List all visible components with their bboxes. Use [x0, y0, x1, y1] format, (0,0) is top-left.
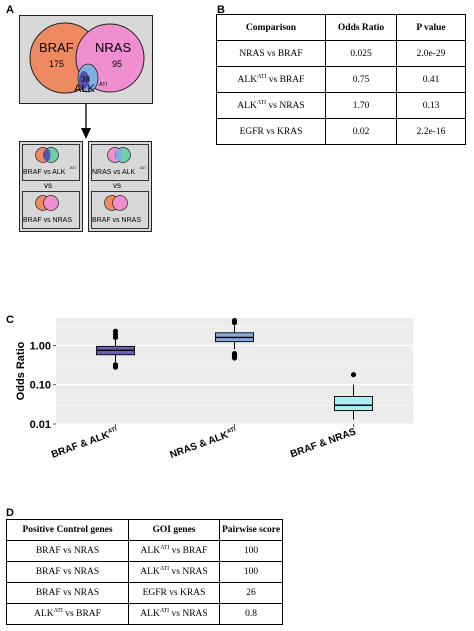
y-ticks: 1.00 0.10 0.01: [30, 340, 56, 431]
cell-p-value: 0.41: [396, 66, 466, 93]
vs-left: vs: [44, 181, 52, 190]
box-1: [96, 328, 135, 370]
cell-comparison: ALKATI vs BRAF: [216, 66, 326, 93]
nras-count: 95: [112, 59, 122, 69]
cell-goi: EGFR vs KRAS: [128, 582, 220, 604]
header-goi-genes: GOI genes: [128, 519, 220, 541]
cell-odds-ratio: 0.025: [325, 40, 397, 67]
box-3: [334, 372, 373, 412]
arrow-head: [81, 128, 91, 139]
y-axis-label: Odds Ratio: [15, 341, 27, 400]
braf-label: BRAF: [39, 40, 74, 55]
mini-nras-circle: [43, 195, 59, 211]
cell-goi: ALKATI vs BRAF: [128, 540, 220, 562]
cell-pairwise-score: 100: [219, 561, 283, 583]
box-body: [334, 396, 373, 412]
mini-label-braf-alk: BRAF vs ALK: [23, 169, 66, 176]
cell-p-value: 0.13: [396, 92, 466, 119]
x-tick-label: NRAS & ALKATI: [168, 426, 238, 461]
panel-label-c: C: [6, 314, 14, 326]
mini-sup-nras-alk: ATI: [140, 165, 146, 170]
y-tick-label: 1.00: [30, 340, 51, 352]
cell-odds-ratio: 1.70: [325, 92, 397, 119]
cell-goi: ALKATI vs NRAS: [128, 561, 220, 583]
alk-label: ALK: [74, 83, 95, 95]
x-tick-label-group: BRAF & ALKATI: [50, 426, 120, 460]
mini-label-nras-alk: NRAS vs ALK: [92, 169, 136, 176]
header-positive-control: Positive Control genes: [6, 519, 129, 541]
mini-overlap: [115, 148, 123, 162]
mini-label-braf-nras-right: BRAF vs NRAS: [92, 217, 141, 224]
venn-panel-a: BRAF 175 NRAS 95 38 ALK ATI BRAF vs ALK …: [19, 15, 153, 232]
mini-nras-circle: [112, 195, 128, 211]
header-p-value: P value: [396, 14, 466, 41]
cell-odds-ratio: 0.75: [325, 66, 397, 93]
cell-comparison: NRAS vs BRAF: [216, 40, 326, 67]
alk-sup: ATI: [99, 82, 108, 88]
outlier-point: [231, 317, 238, 324]
box-2: [215, 317, 254, 361]
cell-pairwise-score: 26: [219, 582, 283, 604]
x-tick-label: BRAF & ALKATI: [50, 426, 120, 460]
cell-comparison: EGFR vs KRAS: [216, 118, 326, 145]
alk-overlap-region: [79, 71, 89, 89]
panel-label-a: A: [6, 4, 14, 16]
outlier-point: [112, 362, 119, 368]
outlier-point: [350, 372, 357, 378]
panel-label-d: D: [6, 507, 14, 519]
header-comparison: Comparison: [216, 14, 326, 41]
x-ticks: BRAF & ALKATI NRAS & ALKATI BRAF & NRAS: [50, 424, 358, 461]
cell-p-value: 2.0e-29: [396, 40, 466, 67]
header-odds-ratio: Odds Ratio: [325, 14, 397, 41]
cell-comparison: ALKATI vs NRAS: [216, 92, 326, 119]
vs-right: vs: [113, 181, 121, 190]
cell-positive-control: BRAF vs NRAS: [6, 540, 129, 562]
braf-count: 175: [49, 59, 64, 69]
x-tick-label: BRAF & NRAS: [289, 426, 358, 460]
mini-box-nras-alk: [91, 144, 149, 181]
header-pairwise-score: Pairwise score: [219, 519, 283, 541]
cell-odds-ratio: 0.02: [325, 118, 397, 145]
nras-label: NRAS: [95, 40, 131, 55]
outlier-point: [112, 328, 119, 334]
outlier-point: [231, 351, 238, 357]
overlap-count: 38: [81, 75, 90, 84]
table-header-row: Comparison Odds Ratio P value: [216, 14, 466, 41]
table-header-row: Positive Control genes GOI genes Pairwis…: [6, 519, 283, 541]
mini-sup-braf-alk: ATI: [70, 165, 76, 170]
x-tick-label-group: BRAF & NRAS: [289, 426, 358, 460]
x-tick-label-group: NRAS & ALKATI: [168, 426, 238, 461]
cell-pairwise-score: 100: [219, 540, 283, 562]
panel-label-b: B: [217, 4, 225, 16]
mini-overlap: [43, 148, 51, 162]
cell-positive-control: BRAF vs NRAS: [6, 561, 129, 583]
cell-positive-control: BRAF vs NRAS: [6, 582, 129, 604]
boxes: [96, 317, 373, 412]
odds-ratio-table: Comparison Odds Ratio P value NRAS vs BR…: [216, 14, 466, 145]
mini-box-braf-alk: [22, 144, 80, 181]
pairwise-score-table: Positive Control genes GOI genes Pairwis…: [6, 519, 283, 625]
mini-label-braf-nras-left: BRAF vs NRAS: [23, 217, 72, 224]
cell-pairwise-score: 0.8: [219, 603, 283, 625]
cell-goi: ALKATI vs NRAS: [128, 603, 220, 625]
cell-positive-control: ALKATI vs BRAF: [6, 603, 129, 625]
y-tick-label: 0.10: [30, 380, 51, 392]
y-tick-label: 0.01: [30, 419, 51, 431]
cell-p-value: 2.2e-16: [396, 118, 466, 145]
